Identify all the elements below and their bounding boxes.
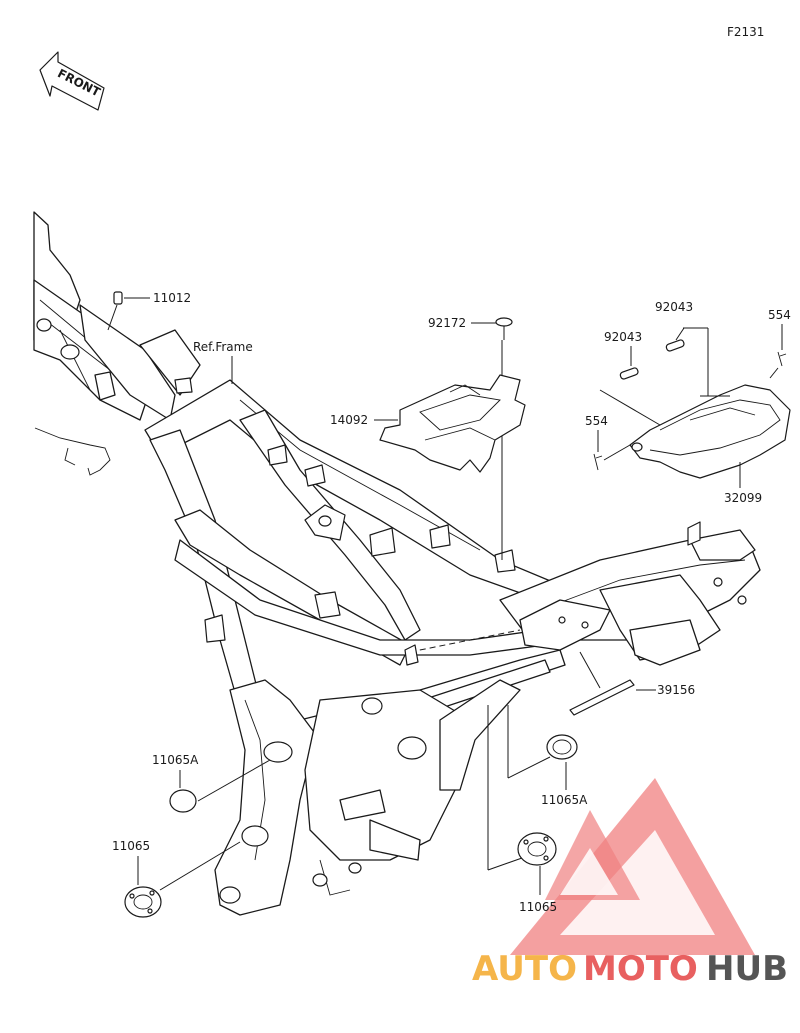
part-11065-left: 11065 — [112, 839, 241, 918]
callout-11012: 11012 — [153, 291, 191, 305]
part-39156: 39156 — [569, 651, 695, 716]
callout-554-left: 554 — [585, 414, 608, 428]
ref-frame-label: Ref.Frame — [193, 340, 253, 384]
diagram-code: F2131 — [727, 25, 764, 39]
callout-32099: 32099 — [724, 491, 762, 505]
part-11065A-right: 11065A — [507, 705, 588, 807]
ref-frame-text: Ref.Frame — [193, 340, 253, 354]
part-14092: 14092 — [330, 374, 526, 473]
callout-11065-right: 11065 — [519, 900, 557, 914]
callout-39156: 39156 — [657, 683, 695, 697]
watermark-hub: HUB — [706, 949, 788, 989]
automotohub-watermark: AUTO MOTO HUB — [472, 778, 788, 989]
callout-11065-left: 11065 — [112, 839, 150, 853]
callout-92043-upper: 92043 — [655, 300, 693, 314]
wire-hook — [34, 427, 111, 476]
part-11065A-left: 11065A — [152, 753, 271, 813]
part-11065-right: 11065 — [487, 705, 557, 914]
watermark-moto: MOTO — [583, 949, 698, 989]
part-92043: 92043 92043 — [599, 300, 709, 426]
front-arrow-icon: FRONT — [39, 51, 105, 111]
callout-11065A-right: 11065A — [541, 793, 588, 807]
part-11012: 11012 — [107, 291, 191, 331]
main-frame — [33, 211, 761, 916]
callout-92043-lower: 92043 — [604, 330, 642, 344]
callout-14092: 14092 — [330, 413, 368, 427]
callout-554-right: 554 — [768, 308, 791, 322]
callout-92172: 92172 — [428, 316, 466, 330]
callout-11065A-left: 11065A — [152, 753, 199, 767]
watermark-auto: AUTO — [472, 949, 577, 989]
part-554: 554 554 — [585, 308, 791, 471]
part-32099: 32099 — [629, 384, 791, 505]
